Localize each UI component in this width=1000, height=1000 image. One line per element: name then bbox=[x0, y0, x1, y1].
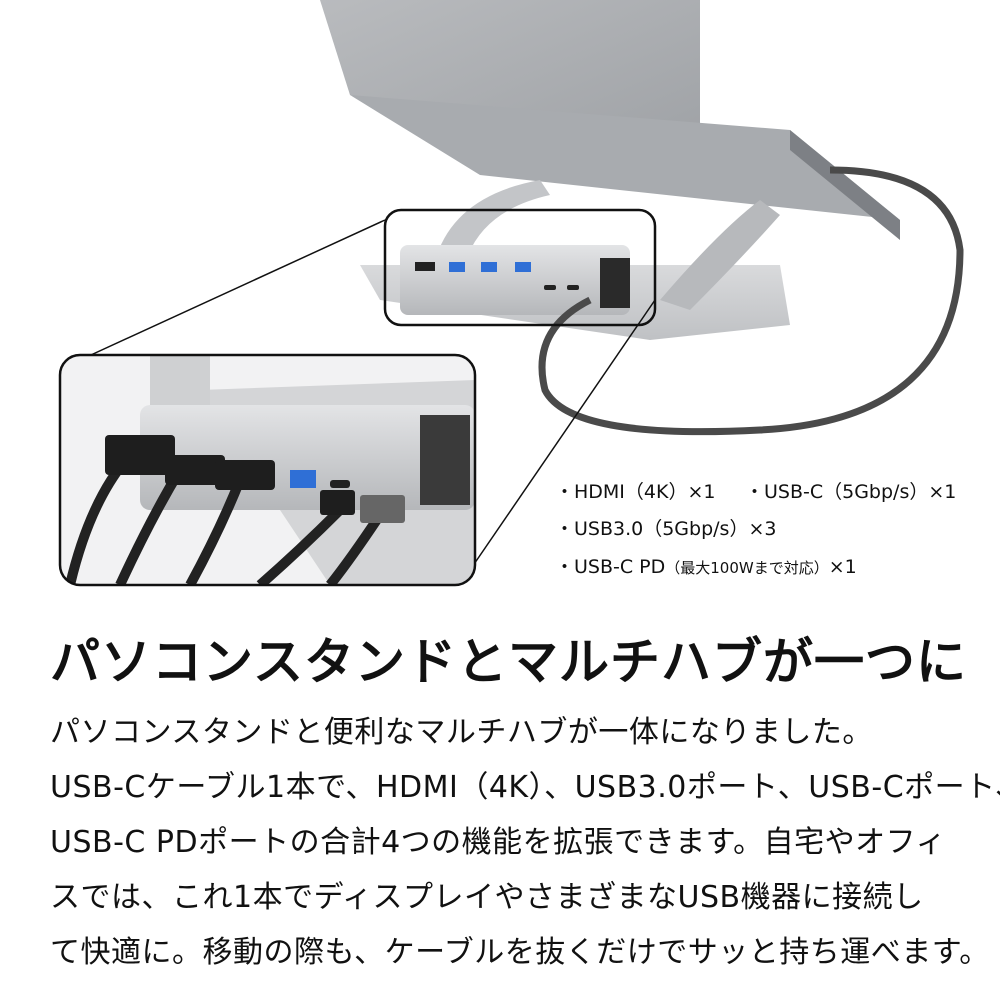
description-line: て快適に。移動の際も、ケーブルを抜くだけでサッと持ち運べます。 bbox=[50, 935, 990, 970]
description-line: USB-C PDポートの合計4つの機能を拡張できます。自宅やオフィ bbox=[50, 825, 947, 860]
description-line: パソコンスタンドと便利なマルチハブが一体になりました。 bbox=[50, 715, 873, 750]
spec-usb-c-pd-note: （最大100Wまで対応） bbox=[665, 559, 829, 577]
spec-usb-c-pd: ・USB-C PD（最大100Wまで対応）×1 bbox=[555, 558, 857, 577]
spec-hdmi: ・HDMI（4K）×1 bbox=[555, 481, 716, 503]
spec-usb-c: ・USB-C（5Gbp/s）×1 bbox=[745, 481, 957, 503]
headline: パソコンスタンドとマルチハブが一つに bbox=[50, 633, 967, 691]
inset-closeup bbox=[58, 353, 477, 587]
spec-usb3: ・USB3.0（5Gbp/s）×3 bbox=[555, 518, 777, 540]
stand-arm-right bbox=[660, 200, 780, 310]
callout-box bbox=[383, 208, 657, 327]
spec-usb-c-pd-count: ×1 bbox=[828, 556, 857, 578]
laptop bbox=[320, 0, 900, 240]
description: パソコンスタンドと便利なマルチハブが一体になりました。 USB-Cケーブル1本で… bbox=[50, 705, 1000, 980]
spec-usb-c-pd-label: ・USB-C PD bbox=[555, 556, 666, 578]
description-line: USB-Cケーブル1本で、HDMI（4K）、USB3.0ポート、USB-Cポート… bbox=[50, 770, 1000, 805]
hub bbox=[400, 245, 630, 315]
description-line: スでは、これ1本でディスプレイやさまざまなUSB機器に接続し bbox=[50, 880, 924, 915]
product-photo bbox=[58, 0, 964, 587]
usb-c-cable bbox=[538, 166, 964, 436]
